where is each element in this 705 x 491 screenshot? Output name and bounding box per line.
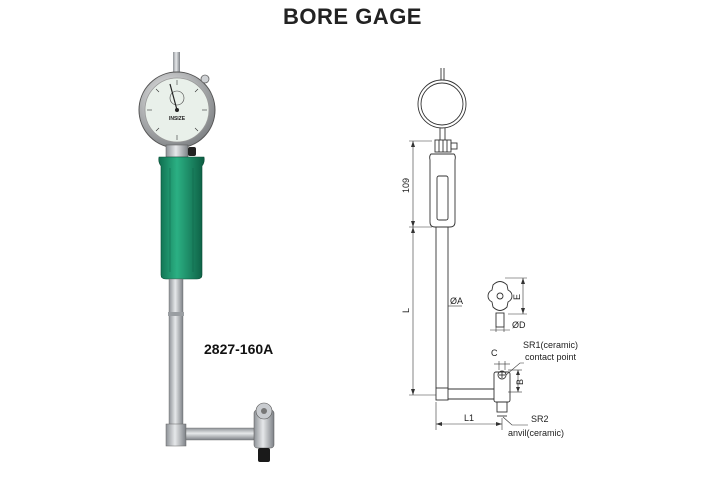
drawing-corner (435, 387, 449, 401)
anvil-tip (258, 448, 270, 462)
drawing-handle-slot (436, 175, 449, 221)
drawing-anvil (496, 401, 508, 413)
dial-brand-label: INSIZE (169, 116, 186, 122)
dim-E-label: E (512, 294, 522, 300)
drawing-dial-inner (420, 82, 464, 126)
dim-C-label: C (491, 348, 498, 358)
drawing-handle (429, 153, 456, 228)
page-title: BORE GAGE (283, 4, 422, 29)
detail-stem (495, 312, 505, 328)
sr1-label-line1: SR1(ceramic) (523, 340, 578, 350)
handle-grip-lines (169, 168, 194, 272)
dial-stem (173, 52, 180, 74)
detail-contact (487, 281, 513, 311)
dim-L1-label: L1 (464, 413, 474, 423)
dim-A-label: ØA (450, 296, 463, 306)
sr1-label-line2: contact point (525, 352, 577, 362)
drawing-dial-outer (417, 79, 467, 129)
dim-L-label: L (401, 308, 411, 313)
dim-109-label: 109 (401, 178, 411, 193)
dim-D-label: ØD (512, 320, 526, 330)
sr2-label-line1: SR2 (531, 414, 549, 424)
clamp-screw (188, 147, 196, 156)
sr2-label-line2: anvil(ceramic) (508, 428, 564, 438)
dial-crown (200, 74, 210, 84)
dial-needle (169, 83, 178, 111)
dial-ticks (147, 80, 207, 140)
dial-subdial (169, 90, 185, 106)
dim-B-label: B (515, 379, 525, 385)
model-number: 2827-160A (204, 341, 274, 357)
